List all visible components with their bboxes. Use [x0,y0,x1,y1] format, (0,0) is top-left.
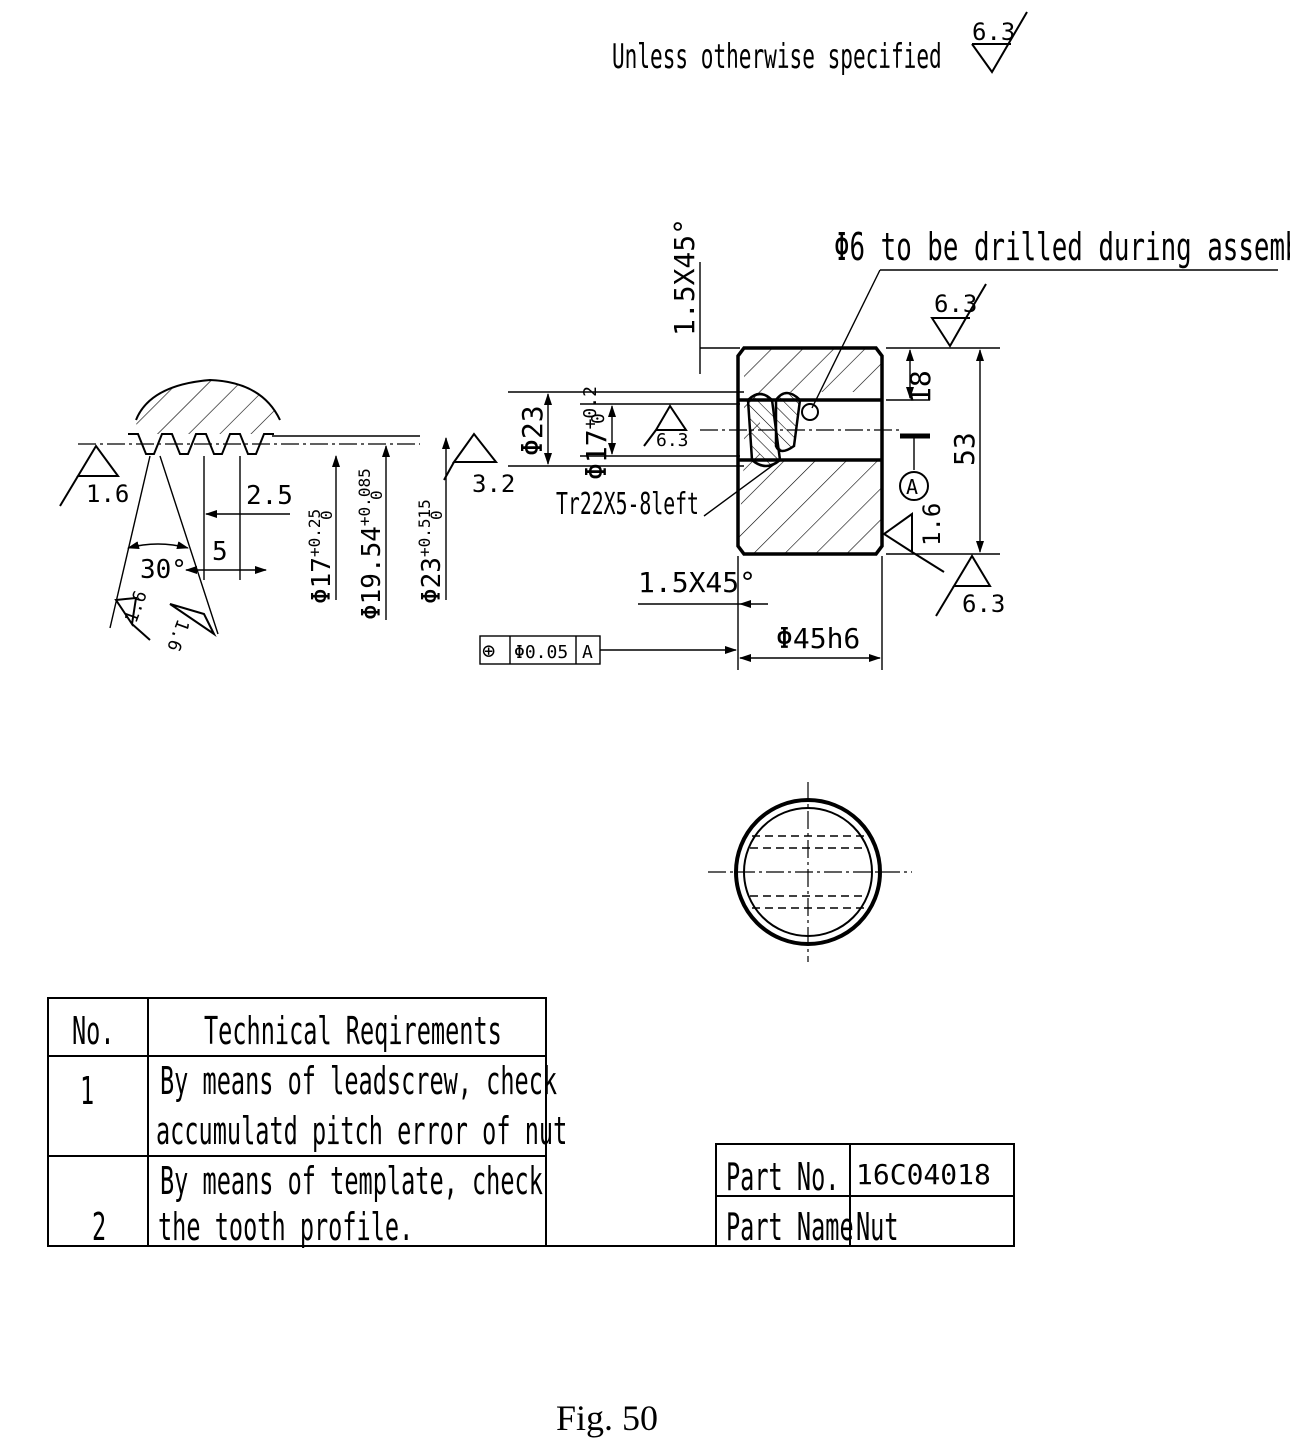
general-roughness-note: Unless otherwise specified 6.3 [612,11,1028,77]
dia-outer-left-label: Φ23 [516,405,549,456]
svg-text:6.3: 6.3 [656,430,689,451]
row-1-line1: By means of leadscrew, check [160,1060,557,1103]
svg-text:3.2: 3.2 [472,470,515,498]
general-note-text: Unless otherwise specified [612,37,942,77]
drill-note: Φ6 to be drilled during assembly [811,225,1290,409]
row-1-line2: accumulatd pitch error of nut [156,1110,567,1153]
svg-text:Φ0.05: Φ0.05 [514,642,568,663]
svg-text:6.3: 6.3 [962,590,1005,618]
flank-roughness-a: 1.6 [114,588,152,641]
part-name-value: Nut [856,1206,899,1249]
svg-text:1.6: 1.6 [121,588,152,626]
svg-text:0: 0 [427,510,446,520]
chamfer-top-label: 1.5X45° [668,218,701,336]
svg-text:1.6: 1.6 [86,480,129,508]
datum-a: A [899,433,930,501]
svg-text:0: 0 [367,490,386,500]
row-2-line1: By means of template, check [160,1160,543,1203]
svg-text:⊕: ⊕ [482,639,495,664]
svg-text:Φ19.54+0.085: Φ19.54+0.085 [355,468,387,620]
svg-text:6.3: 6.3 [934,290,977,318]
header-requirements: Technical Reqirements [204,1010,502,1053]
pitch-half-label: 2.5 [246,481,293,511]
svg-text:1.6: 1.6 [918,503,946,546]
roughness-top-symbol: 6.3 [930,283,987,348]
title-block: Part No. 16C04018 Part Name Nut [715,1143,1015,1250]
thread-profile-detail: 30° 2.5 5 1.6 3.2 1.6 1.6 [59,378,515,654]
svg-text:A: A [906,475,918,499]
svg-text:0: 0 [317,510,336,520]
svg-text:1.6: 1.6 [162,616,193,654]
header-no: No. [72,1010,115,1053]
height-total-label: 53 [948,432,981,466]
roughness-symbol: 6.3 [971,11,1028,74]
svg-text:Φ23+0.515: Φ23+0.515 [415,499,447,604]
tolerance-frame: ⊕ Φ0.05 A [479,635,737,665]
part-no-value: 16C04018 [856,1158,991,1191]
part-no-label: Part No. [726,1156,839,1199]
svg-text:A: A [582,642,593,663]
dia-inner-left-label: Φ17+0.2 [580,386,613,480]
roughness-value: 6.3 [972,18,1015,46]
requirements-table: No. Technical Reqirements 1 By means of … [47,997,716,1250]
dim-phi17: Φ17+0.25 0 [305,455,340,604]
roughness-side-symbol: 1.6 [882,503,946,573]
roughness-right-symbol: 3.2 [443,432,515,498]
part-name-label: Part Name [726,1206,854,1249]
row-2-no: 2 [92,1206,106,1249]
dim-phi19-54: Φ19.54+0.085 0 [355,445,390,620]
svg-text:Φ17+0.25: Φ17+0.25 [305,509,337,604]
row-1-no: 1 [80,1070,94,1113]
height-top-label: 18 [904,370,937,404]
thread-roughness-symbol: 6.3 [643,404,689,451]
roughness-left-symbol: 1.6 [59,444,129,508]
svg-text:0: 0 [588,413,609,424]
row-2-line2: the tooth profile. [158,1206,413,1249]
flank-roughness-b: 1.6 [162,603,217,654]
pitch-label: 5 [212,537,228,567]
roughness-bottom-symbol: 6.3 [935,554,1005,618]
drill-note-text: Φ6 to be drilled during assembly [834,225,1290,269]
thread-label: Tr22X5-8left [556,486,699,521]
angle-label: 30° [140,555,187,585]
outer-dia-label: Φ45h6 [776,622,860,655]
figure-caption: Fig. 50 [556,1398,658,1438]
nut-section-view: 1.5X45° Φ23 Φ17+0.2 0 6.3 Tr22X5-8left 1… [479,218,1005,670]
dim-phi23: Φ23+0.515 0 [415,437,450,604]
chamfer-bottom-label: 1.5X45° [638,566,756,599]
end-view [708,782,912,962]
